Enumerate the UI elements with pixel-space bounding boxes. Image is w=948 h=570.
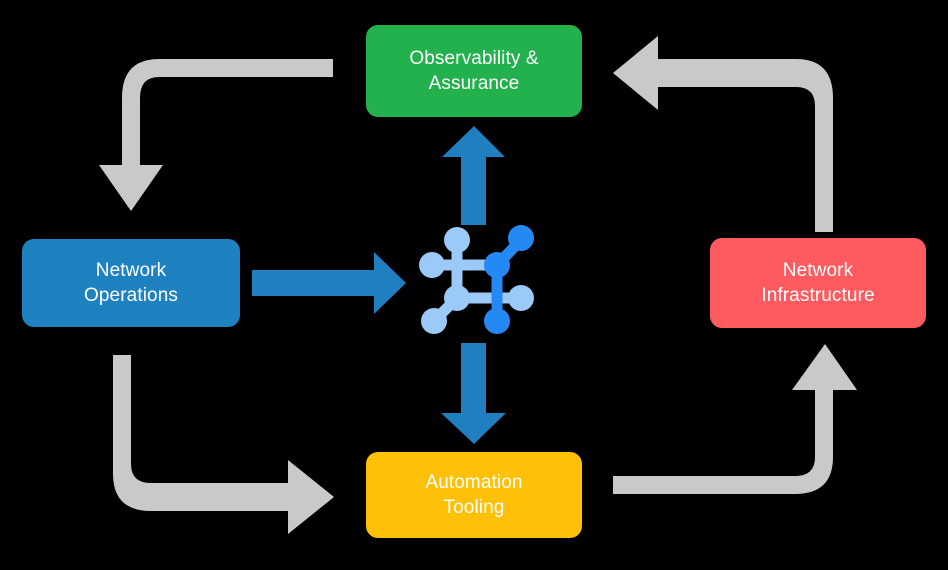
- node-automation-tooling[interactable]: Automation Tooling: [366, 452, 582, 538]
- node-network-operations[interactable]: Network Operations: [22, 239, 240, 327]
- node-observability-assurance[interactable]: Observability & Assurance: [366, 25, 582, 117]
- node-label-observability: Observability & Assurance: [409, 47, 539, 94]
- node-network-infrastructure[interactable]: Network Infrastructure: [710, 238, 926, 328]
- connector-gray-bottom-right: [613, 344, 857, 494]
- node-label-automation: Automation Tooling: [425, 471, 523, 518]
- connector-blue-down: [441, 343, 506, 444]
- connector-blue-right: [252, 252, 406, 314]
- node-label-infrastructure: Network Infrastructure: [761, 259, 875, 306]
- node-label-operations: Network Operations: [84, 259, 178, 306]
- connector-gray-bottom-left: [113, 355, 334, 534]
- connector-gray-top-left: [99, 59, 333, 211]
- connector-blue-up: [442, 126, 505, 225]
- connector-gray-top-right: [613, 36, 833, 232]
